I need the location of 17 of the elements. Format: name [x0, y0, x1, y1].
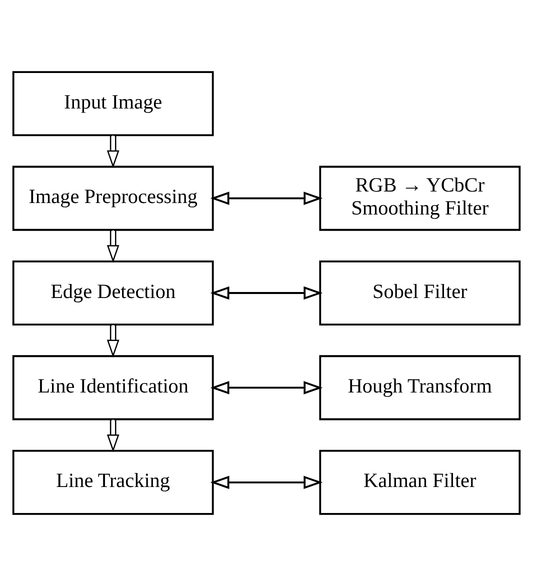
arrow — [106, 230, 120, 262]
arrow — [210, 380, 323, 394]
node-box: Sobel Filter — [319, 260, 521, 326]
arrow — [106, 324, 120, 357]
arrow — [210, 475, 323, 489]
node-box: RGB → YCbCr Smoothing Filter — [319, 165, 521, 230]
arrow — [210, 191, 323, 204]
arrow — [106, 135, 120, 168]
arrow — [106, 419, 120, 452]
node-box: Line Identification — [12, 354, 214, 420]
node-box: Line Tracking — [12, 449, 214, 514]
node-box: Hough Transform — [319, 354, 521, 420]
node-box: Kalman Filter — [319, 449, 521, 514]
node-box: Input Image — [12, 70, 214, 136]
node-box: Edge Detection — [12, 260, 214, 326]
node-box: Image Preprocessing — [12, 165, 214, 230]
arrow — [210, 286, 323, 300]
